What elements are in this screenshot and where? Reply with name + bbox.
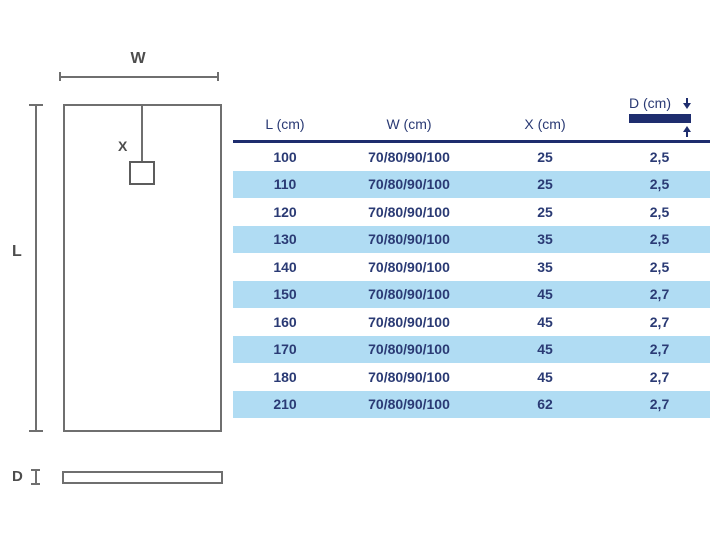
cell-drain-x: 25 xyxy=(537,176,553,193)
table-row: 140 70/80/90/100 35 2,5 xyxy=(233,253,710,281)
cell-depth: 2,7 xyxy=(649,396,670,413)
cell-width: 70/80/90/100 xyxy=(368,148,450,165)
depth-dimension-tick xyxy=(31,469,40,485)
cell-length: 170 xyxy=(273,341,297,358)
header-divider-line xyxy=(233,140,710,143)
size-table: L (cm) W (cm) X (cm) D (cm) xyxy=(233,0,710,440)
length-dimension-line xyxy=(35,105,37,432)
cell-width: 70/80/90/100 xyxy=(368,341,450,358)
depth-down-arrow-icon xyxy=(683,97,691,109)
depth-header-block: D (cm) xyxy=(629,95,691,137)
cell-length: 160 xyxy=(273,313,297,330)
depth-tick-bottom xyxy=(31,483,40,485)
tray-side-view-outline xyxy=(62,471,223,484)
cell-depth: 2,5 xyxy=(649,148,670,165)
table-row: 210 70/80/90/100 62 2,7 xyxy=(233,390,710,418)
cell-drain-x: 25 xyxy=(537,203,553,220)
header-depth-label: D (cm) xyxy=(629,95,671,111)
depth-dimension-label: D xyxy=(12,468,23,485)
table-header-row: L (cm) W (cm) X (cm) D (cm) xyxy=(233,84,710,140)
width-dimension-label: W xyxy=(130,50,146,67)
length-dimension-tick-bottom xyxy=(29,430,43,432)
header-length: L (cm) xyxy=(265,116,305,132)
depth-up-arrow-icon xyxy=(683,126,691,137)
table-row: 120 70/80/90/100 25 2,5 xyxy=(233,198,710,226)
cell-depth: 2,5 xyxy=(649,231,670,248)
table-row: 100 70/80/90/100 25 2,5 xyxy=(233,143,710,171)
table-row: 160 70/80/90/100 45 2,7 xyxy=(233,308,710,336)
cell-depth: 2,7 xyxy=(649,286,670,303)
header-drain-x: X (cm) xyxy=(524,116,566,132)
header-width: W (cm) xyxy=(386,116,432,132)
cell-width: 70/80/90/100 xyxy=(368,258,450,275)
length-dimension-label: L xyxy=(12,243,22,260)
table-row: 180 70/80/90/100 45 2,7 xyxy=(233,363,710,391)
depth-bar-icon xyxy=(629,114,691,123)
cell-length: 120 xyxy=(273,203,297,220)
cell-depth: 2,5 xyxy=(649,203,670,220)
width-dimension-tick-left xyxy=(59,72,61,81)
cell-width: 70/80/90/100 xyxy=(368,313,450,330)
drain-square xyxy=(129,161,155,185)
cell-drain-x: 45 xyxy=(537,313,553,330)
depth-tick-line xyxy=(34,471,37,483)
cell-drain-x: 35 xyxy=(537,231,553,248)
drain-offset-label: X xyxy=(118,138,128,154)
table-row: 170 70/80/90/100 45 2,7 xyxy=(233,335,710,363)
cell-width: 70/80/90/100 xyxy=(368,203,450,220)
depth-tick-top xyxy=(31,469,40,471)
cell-length: 100 xyxy=(273,148,297,165)
cell-length: 130 xyxy=(273,231,297,248)
cell-depth: 2,7 xyxy=(649,368,670,385)
table-row: 130 70/80/90/100 35 2,5 xyxy=(233,225,710,253)
cell-drain-x: 62 xyxy=(537,396,553,413)
cell-depth: 2,5 xyxy=(649,258,670,275)
cell-drain-x: 45 xyxy=(537,286,553,303)
cell-length: 110 xyxy=(273,176,297,193)
cell-drain-x: 45 xyxy=(537,368,553,385)
cell-length: 210 xyxy=(273,396,297,413)
cell-width: 70/80/90/100 xyxy=(368,286,450,303)
drain-offset-line xyxy=(141,106,143,172)
header-depth: D (cm) xyxy=(609,95,710,140)
table-row: 110 70/80/90/100 25 2,5 xyxy=(233,170,710,198)
cell-width: 70/80/90/100 xyxy=(368,176,450,193)
cell-drain-x: 45 xyxy=(537,341,553,358)
cell-width: 70/80/90/100 xyxy=(368,368,450,385)
cell-depth: 2,7 xyxy=(649,341,670,358)
table-row: 150 70/80/90/100 45 2,7 xyxy=(233,280,710,308)
cell-length: 180 xyxy=(273,368,297,385)
table-body: 100 70/80/90/100 25 2,5 110 70/80/90/100… xyxy=(233,143,710,418)
cell-width: 70/80/90/100 xyxy=(368,231,450,248)
cell-length: 140 xyxy=(273,258,297,275)
width-dimension-line xyxy=(59,76,219,78)
width-dimension-tick-right xyxy=(217,72,219,81)
cell-depth: 2,7 xyxy=(649,313,670,330)
cell-drain-x: 35 xyxy=(537,258,553,275)
cell-drain-x: 25 xyxy=(537,148,553,165)
cell-length: 150 xyxy=(273,286,297,303)
cell-width: 70/80/90/100 xyxy=(368,396,450,413)
length-dimension-tick-top xyxy=(29,104,43,106)
cell-depth: 2,5 xyxy=(649,176,670,193)
